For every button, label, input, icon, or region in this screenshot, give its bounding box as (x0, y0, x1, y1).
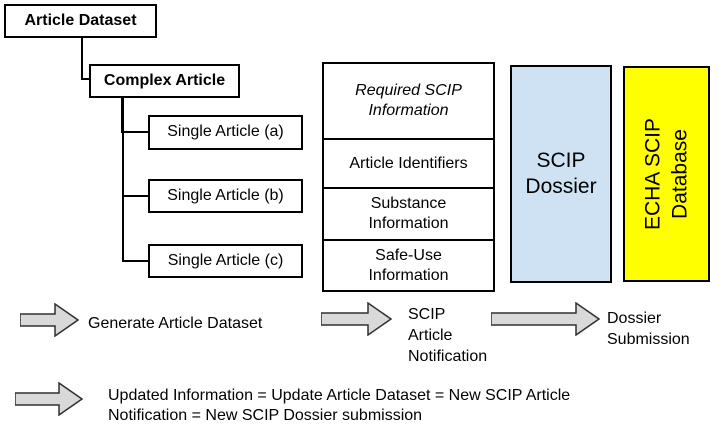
info-table-cell-safe-use-information: Safe-Use Information (324, 239, 493, 290)
update-cycle-note: Updated Information = Update Article Dat… (108, 387, 571, 424)
connector-line (122, 131, 148, 133)
complex-article-box: Complex Article (89, 64, 240, 98)
block-arrow-icon (321, 302, 392, 336)
single-article-c-box: Single Article (c) (148, 244, 303, 278)
flow-step-label-dossier-submission: Dossier Submission (607, 310, 690, 348)
echa-scip-database-box: ECHA SCIP Database (623, 66, 710, 282)
single-article-a-box: Single Article (a) (148, 115, 303, 150)
flow-step-label-generate-dataset: Generate Article Dataset (88, 315, 263, 332)
connector-line (122, 260, 148, 262)
connector-line (121, 98, 124, 133)
article-dataset-box: Article Dataset (4, 4, 157, 38)
info-table-cell-article-identifiers: Article Identifiers (324, 138, 493, 187)
echa-scip-database-label: ECHA SCIP Database (641, 117, 691, 231)
info-table-cell-substance-information: Substance Information (324, 187, 493, 239)
block-arrow-icon (491, 302, 600, 336)
single-article-b-box: Single Article (b) (148, 179, 303, 213)
flow-step-label-scip-article-notification: SCIP Article Notification (408, 306, 488, 365)
block-arrow-icon (15, 382, 83, 416)
connector-line (122, 195, 148, 197)
info-table-header: Required SCIP Information (355, 82, 462, 119)
connector-line (81, 38, 83, 80)
connector-line (81, 78, 90, 80)
block-arrow-icon (20, 303, 79, 337)
required-scip-info-table: Required SCIP Information Article Identi… (322, 62, 495, 292)
scip-dossier-box: SCIP Dossier (510, 65, 612, 283)
